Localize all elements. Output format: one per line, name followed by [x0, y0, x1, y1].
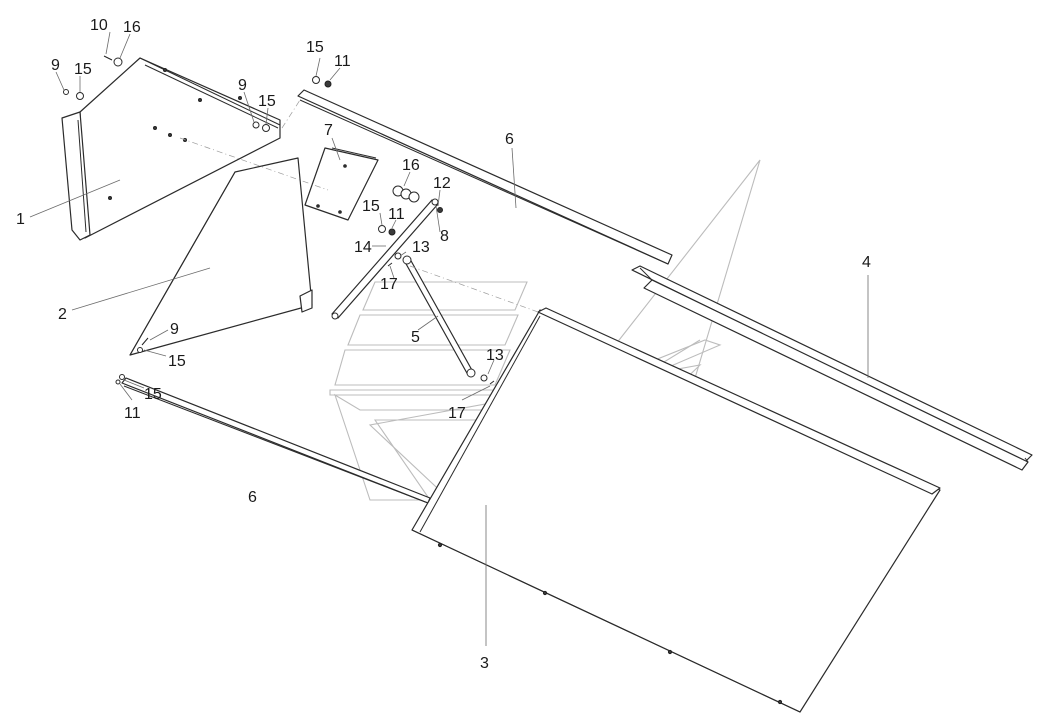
callout-9-upper: 9	[238, 77, 247, 94]
callout-11-middle: 11	[388, 206, 405, 223]
callout-17-lower: 17	[448, 405, 466, 422]
callout-7: 7	[324, 122, 333, 139]
callout-12: 12	[433, 175, 451, 192]
callout-16-middle: 16	[402, 157, 420, 174]
callout-15-top-center: 15	[306, 39, 324, 56]
callout-14: 14	[354, 239, 372, 256]
part-4-angle-rail	[631, 265, 1033, 471]
callout-15-middle: 15	[362, 198, 380, 215]
callout-15-left: 15	[74, 61, 92, 78]
callout-3: 3	[480, 655, 489, 672]
callout-15-bottom: 15	[144, 386, 162, 403]
part-8-strut	[331, 198, 439, 320]
callout-9-lower: 9	[170, 321, 179, 338]
part-6-lower-rail	[121, 377, 431, 504]
callout-16-top: 16	[123, 19, 141, 36]
leader-lines	[29, 31, 869, 646]
callout-13-upper: 13	[412, 239, 430, 256]
callout-17-upper: 17	[380, 276, 398, 293]
part-7-bracket-plate	[304, 147, 379, 221]
callout-5: 5	[411, 329, 420, 346]
callout-1: 1	[16, 211, 25, 228]
callout-4: 4	[862, 254, 871, 271]
callout-6-upper: 6	[505, 131, 514, 148]
callout-11-bottom: 11	[124, 405, 141, 422]
fasteners	[63, 55, 495, 385]
part-6-upper-rail	[297, 89, 673, 265]
callout-2: 2	[58, 306, 67, 323]
part-2-triangular-panel	[129, 157, 313, 356]
callout-13-lower: 13	[486, 347, 504, 364]
callout-15-upper: 15	[258, 93, 276, 110]
part-5-gas-spring	[402, 255, 476, 378]
callout-15-lower: 15	[168, 353, 186, 370]
callout-10: 10	[90, 17, 108, 34]
callout-8: 8	[440, 228, 449, 245]
part-3-floor-panel	[411, 307, 941, 713]
callout-9-left: 9	[51, 57, 60, 74]
part-1-side-panel	[61, 57, 281, 241]
callout-11-top-center: 11	[334, 53, 351, 70]
callout-labels: 10 16 9 15 9 15 1 15 11 7 6 16 12 15 11 …	[16, 17, 871, 672]
callout-6-lower: 6	[248, 489, 257, 506]
